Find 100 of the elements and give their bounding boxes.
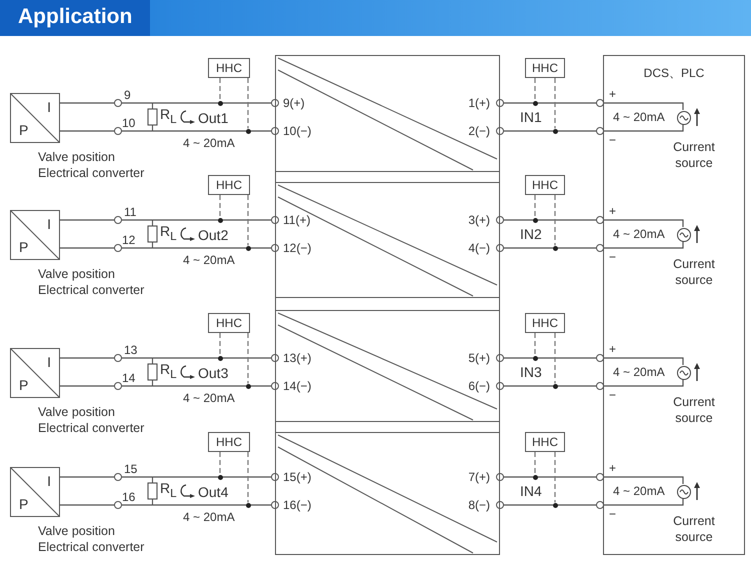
junction-dot <box>218 474 222 480</box>
polarity-sign: + <box>609 342 616 356</box>
input-label: IN2 <box>520 227 542 241</box>
current-range-label: 4 ~ 20mA <box>612 110 666 124</box>
current-source-symbol <box>677 366 691 380</box>
source-caption: Current source <box>672 394 716 426</box>
device-caption: Valve position Electrical converter <box>38 404 146 436</box>
junction-dot <box>218 100 222 106</box>
wire <box>60 382 279 390</box>
dashed-line <box>247 195 249 246</box>
wire <box>60 354 279 362</box>
junction-dot <box>552 246 558 250</box>
terminal-label: 2(−) <box>468 124 490 138</box>
hhc-box: HHC <box>208 432 250 452</box>
wire <box>496 354 684 365</box>
dashed-line <box>534 195 536 218</box>
dashed-line <box>534 452 536 474</box>
input-label: IN1 <box>520 110 542 124</box>
resistor-label: R$_{L}$ <box>160 362 177 382</box>
polarity-sign: + <box>609 87 616 101</box>
terminal-number: 13 <box>124 343 138 357</box>
terminal-number: 12 <box>122 233 136 247</box>
terminal-label: 15(+) <box>283 470 312 484</box>
wire <box>60 501 279 509</box>
terminal-label: 12(−) <box>283 241 312 255</box>
terminal-label: 13(+) <box>283 351 312 365</box>
page-title: Application <box>0 0 150 36</box>
output-label: Out3 <box>198 366 228 380</box>
current-range-label: 4 ~ 20mA <box>183 136 235 150</box>
signal-letter: P <box>19 378 28 392</box>
dashed-line <box>219 333 221 356</box>
dashed-line <box>247 452 249 502</box>
polarity-sign: − <box>609 507 616 521</box>
terminal-label: 14(−) <box>283 379 312 393</box>
output-label: Out1 <box>198 111 228 125</box>
resistor-label: R$_{L}$ <box>160 107 177 127</box>
dashed-line <box>219 195 221 218</box>
wire <box>496 124 684 135</box>
polarity-sign: − <box>609 133 616 147</box>
signal-letter: P <box>19 123 28 137</box>
isolator-housing <box>275 55 500 555</box>
junction-dot <box>218 356 222 360</box>
terminal-label: 4(−) <box>468 241 490 255</box>
wire <box>60 473 279 481</box>
wire <box>60 244 279 252</box>
wire <box>496 379 684 390</box>
output-label: Out4 <box>198 485 228 499</box>
terminal-number: 16 <box>122 490 136 504</box>
hhc-box: HHC <box>525 175 565 195</box>
terminal-number: 15 <box>124 462 138 476</box>
junction-dot <box>532 474 538 480</box>
current-source-symbol <box>677 111 691 125</box>
hhc-box: HHC <box>525 58 565 78</box>
terminal-label: 5(+) <box>468 351 490 365</box>
current-range-label: 4 ~ 20mA <box>612 365 666 379</box>
current-range-label: 4 ~ 20mA <box>183 253 235 267</box>
signal-letter: I <box>47 100 51 114</box>
junction-dot <box>246 502 250 508</box>
terminal-label: 11(+) <box>283 213 310 227</box>
resistor-label: R$_{L}$ <box>160 481 177 501</box>
input-label: IN3 <box>520 365 542 379</box>
terminal-label: 9(+) <box>283 96 305 110</box>
terminal-label: 8(−) <box>468 498 490 512</box>
device-caption: Valve position Electrical converter <box>38 149 146 181</box>
hhc-box: HHC <box>208 58 250 78</box>
junction-dot <box>552 502 558 508</box>
dashed-line <box>534 78 536 100</box>
hhc-box: HHC <box>525 313 565 333</box>
junction-dot <box>246 384 250 388</box>
source-caption: Current source <box>672 513 716 545</box>
signal-letter: P <box>19 240 28 254</box>
dashed-line <box>247 78 249 128</box>
input-label: IN4 <box>520 484 542 498</box>
terminal-label: 1(+) <box>468 96 490 110</box>
device-caption: Valve position Electrical converter <box>38 266 146 298</box>
dashed-line <box>219 78 221 100</box>
dashed-line <box>534 333 536 356</box>
device-caption: Valve position Electrical converter <box>38 523 146 555</box>
polarity-sign: + <box>609 204 616 218</box>
current-range-label: 4 ~ 20mA <box>183 391 235 405</box>
wire <box>496 241 684 252</box>
junction-dot <box>552 128 558 134</box>
terminal-number: 14 <box>122 371 136 385</box>
junction-dot <box>532 100 538 106</box>
terminal-label: 6(−) <box>468 379 490 393</box>
terminal-label: 16(−) <box>283 498 312 512</box>
terminal-number: 10 <box>122 116 136 130</box>
wire <box>496 473 684 484</box>
polarity-sign: + <box>609 461 616 475</box>
source-caption: Current source <box>672 256 716 288</box>
wire <box>496 498 684 509</box>
junction-dot <box>218 218 222 222</box>
system-label: DCS、PLC <box>642 66 706 80</box>
dashed-line <box>554 452 556 502</box>
polarity-sign: − <box>609 250 616 264</box>
signal-letter: I <box>47 474 51 488</box>
current-range-label: 4 ~ 20mA <box>612 227 666 241</box>
hhc-box: HHC <box>525 432 565 452</box>
terminal-label: 7(+) <box>468 470 490 484</box>
dashed-line <box>247 333 249 384</box>
